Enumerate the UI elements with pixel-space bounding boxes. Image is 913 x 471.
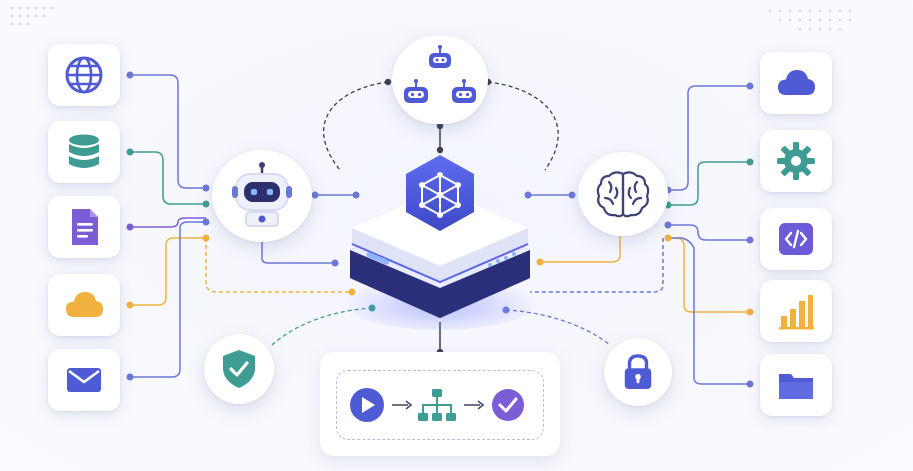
mail-icon (67, 368, 101, 392)
folder-card[interactable] (760, 354, 832, 416)
cloud-icon (778, 70, 815, 95)
cloud-card[interactable] (760, 52, 832, 114)
code-card[interactable] (760, 208, 832, 270)
robot-icon (232, 162, 292, 227)
hierarchy-icon[interactable] (418, 389, 456, 421)
brain-icon (596, 171, 650, 218)
bar-chart-icon (779, 295, 814, 330)
play-icon[interactable] (350, 388, 384, 422)
dot-grid-decoration (768, 9, 852, 31)
shield-check-icon (223, 350, 255, 388)
arrow-icon (464, 400, 485, 410)
document-card[interactable] (48, 196, 120, 258)
ai-assistant-node[interactable] (212, 150, 312, 242)
arrow-icon (392, 400, 413, 410)
ai-brain-node[interactable] (578, 152, 668, 236)
mail-card[interactable] (48, 349, 120, 411)
document-icon (72, 209, 98, 245)
lock-icon (624, 354, 652, 389)
security-node[interactable] (204, 334, 274, 404)
central-hub[interactable] (330, 140, 550, 330)
database-icon (69, 134, 99, 168)
gear-card[interactable] (760, 130, 832, 192)
folder-icon (779, 374, 813, 399)
cloud-card[interactable] (48, 274, 120, 336)
workflow-steps (350, 388, 524, 422)
lock-node[interactable] (604, 338, 672, 406)
globe-card[interactable] (48, 44, 120, 106)
database-card[interactable] (48, 121, 120, 183)
dot-grid-decoration (10, 6, 54, 26)
globe-icon (65, 56, 103, 94)
gear-icon (777, 142, 815, 180)
robot-group-icon (404, 45, 476, 103)
check-icon[interactable] (492, 389, 524, 421)
cloud-icon (66, 292, 103, 317)
workflow-frame (336, 370, 544, 440)
bar-chart-card[interactable] (760, 280, 832, 342)
code-icon (779, 223, 813, 255)
ai-agents-node[interactable] (392, 36, 488, 124)
workflow-panel (320, 352, 560, 456)
